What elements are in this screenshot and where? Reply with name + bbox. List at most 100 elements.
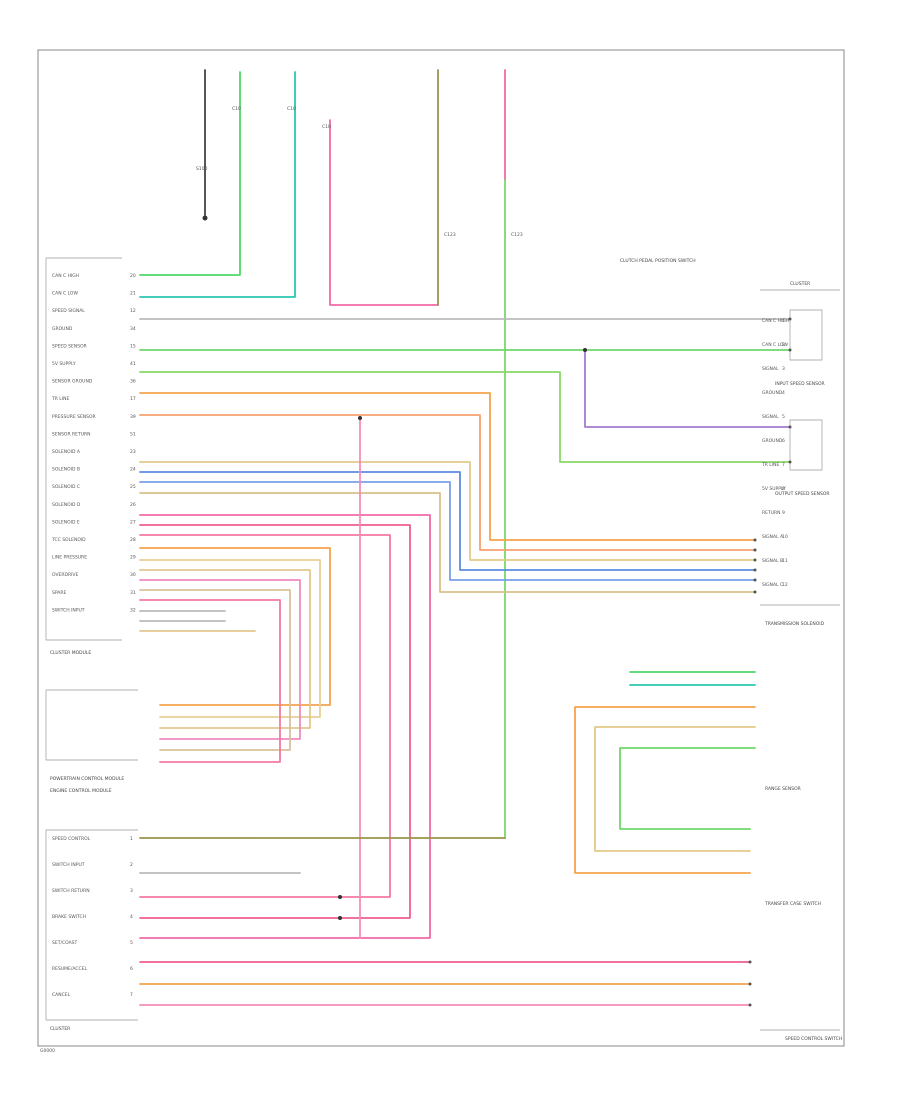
left-pin-name: TR LINE <box>51 396 70 402</box>
splice-3 <box>338 895 342 899</box>
top-label-t5: C123 <box>444 232 456 238</box>
lower-pin-name: SWITCH RETURN <box>52 888 90 894</box>
wire-sub-6 <box>139 599 281 763</box>
left-pin-number: 34 <box>130 326 136 332</box>
module-right-sensor2: OUTPUT SPEED SENSOR <box>775 491 830 497</box>
wire-sub-5 <box>139 589 291 751</box>
right-pin-name: GROUND <box>762 438 783 444</box>
wire-pink-b <box>139 524 411 919</box>
left-lower-module-box <box>45 829 138 1021</box>
left-pin-name: SOLENOID D <box>52 502 81 508</box>
module-bottom-left: CLUSTER <box>50 1026 70 1032</box>
left-pin-number: 21 <box>130 291 136 297</box>
lower-pin-number: 5 <box>130 940 133 946</box>
left-pin-number: 25 <box>130 484 136 490</box>
splice-4 <box>338 916 342 920</box>
right-pin-number: 9 <box>782 510 785 516</box>
module-right-bottom: SPEED CONTROL SWITCH <box>785 1036 842 1042</box>
left-pin-number: 27 <box>130 519 136 525</box>
right-sensor-box-1 <box>789 309 823 361</box>
left-pin-number: 32 <box>130 607 136 613</box>
right-pin-name: SIGNAL C <box>762 582 783 588</box>
top-label-t4: C10 <box>322 124 331 130</box>
lower-pin-number: 2 <box>130 862 133 868</box>
top-label-t3: C10 <box>287 106 296 112</box>
lower-pin-name: SET/COAST <box>52 940 78 946</box>
left-pin-number: 39 <box>130 414 136 420</box>
left-pin-name: SOLENOID E <box>52 519 80 525</box>
lower-pin-number: 6 <box>130 966 133 972</box>
module-left-main: CLUSTER MODULE <box>50 650 91 656</box>
top-label-t1: S100 <box>196 166 208 172</box>
left-pin-number: 15 <box>130 343 136 349</box>
lower-pin-number: 4 <box>130 914 133 920</box>
left-pin-number: 31 <box>130 590 136 596</box>
wire-right-green-b <box>619 747 756 830</box>
right-pin-number: 8 <box>782 486 785 492</box>
footer-code: G0000 <box>40 1048 55 1054</box>
left-pin-name: LINE PRESSURE <box>52 555 87 561</box>
right-pin-number: 3 <box>782 366 785 372</box>
top-label-t2: C10 <box>232 106 241 112</box>
left-pin-name: SOLENOID C <box>52 484 80 490</box>
ground-dot <box>202 215 208 221</box>
right-pin-name: SIGNAL A <box>762 534 784 540</box>
left-pin-name: SPEED SIGNAL <box>52 308 85 314</box>
left-pin-name: SENSOR RETURN <box>52 431 91 437</box>
left-pin-name: GROUND <box>52 326 73 332</box>
wire-sensor-green <box>139 371 791 463</box>
lower-pin-name: BRAKE SWITCH <box>52 914 86 920</box>
diagram-frame <box>37 49 845 1047</box>
wire-orange-1 <box>139 392 756 541</box>
right-pin-name: 5V SUPPLY <box>762 486 786 492</box>
right-pin-name: SIGNAL B <box>762 558 783 564</box>
module-right-solenoid: TRANSMISSION SOLENOID <box>764 621 825 627</box>
wire-top-teal <box>139 71 296 298</box>
wire-tan-1 <box>139 461 756 561</box>
lower-pin-name: SPEED CONTROL <box>52 836 91 842</box>
left-pin-name: OVERDRIVE <box>52 572 79 578</box>
module-right-lower: RANGE SENSOR <box>765 786 801 792</box>
left-pin-number: 26 <box>130 502 136 508</box>
right-pin-number: 1 <box>782 318 785 324</box>
wire-blue-2 <box>139 481 756 581</box>
wire-sub-3 <box>139 569 311 729</box>
right-pin-name: CAN C LOW <box>762 342 788 348</box>
left-pin-number: 17 <box>130 396 136 402</box>
wire-right-orange <box>574 706 756 874</box>
right-pin-name: GROUND <box>762 390 783 396</box>
wire-right-tan <box>594 726 756 852</box>
right-pin-name: TR LINE <box>761 462 780 468</box>
right-pin-number: 5 <box>782 414 785 420</box>
right-pin-name: CAN C HIGH <box>762 318 789 324</box>
right-pin-number: 6 <box>782 438 785 444</box>
left-pin-number: 20 <box>130 273 136 279</box>
wire-pink-a <box>139 514 431 939</box>
right-pin-name: SIGNAL <box>762 414 779 420</box>
left-pin-name: SENSOR GROUND <box>52 379 93 385</box>
splice-1 <box>583 348 587 352</box>
right-pin-number: 12 <box>782 582 788 588</box>
right-pin-name: SIGNAL <box>762 366 779 372</box>
left-sub-module-box <box>45 689 138 761</box>
lower-pin-name: SWITCH INPUT <box>52 862 85 868</box>
module-left-sub: POWERTRAIN CONTROL MODULE <box>50 776 124 782</box>
module-right-switch: CLUTCH PEDAL POSITION SWITCH <box>620 258 696 264</box>
left-pin-name: 5V SUPPLY <box>52 361 76 367</box>
right-pin-number: 11 <box>782 558 788 564</box>
left-pin-name: PRESSURE SENSOR <box>52 414 96 420</box>
left-pin-number: 51 <box>130 431 136 437</box>
left-pin-name: SOLENOID A <box>52 449 81 455</box>
wire-top-pink <box>329 119 439 306</box>
left-pin-number: 30 <box>130 572 136 578</box>
left-pin-number: 29 <box>130 555 136 561</box>
right-pin-number: 2 <box>782 342 785 348</box>
module-left-lower: ENGINE CONTROL MODULE <box>50 788 112 794</box>
lower-pin-name: RESUME/ACCEL <box>52 966 87 972</box>
right-pin-number: 4 <box>782 390 785 396</box>
left-pin-number: 28 <box>130 537 136 543</box>
module-right-sensor1: INPUT SPEED SENSOR <box>775 381 825 387</box>
